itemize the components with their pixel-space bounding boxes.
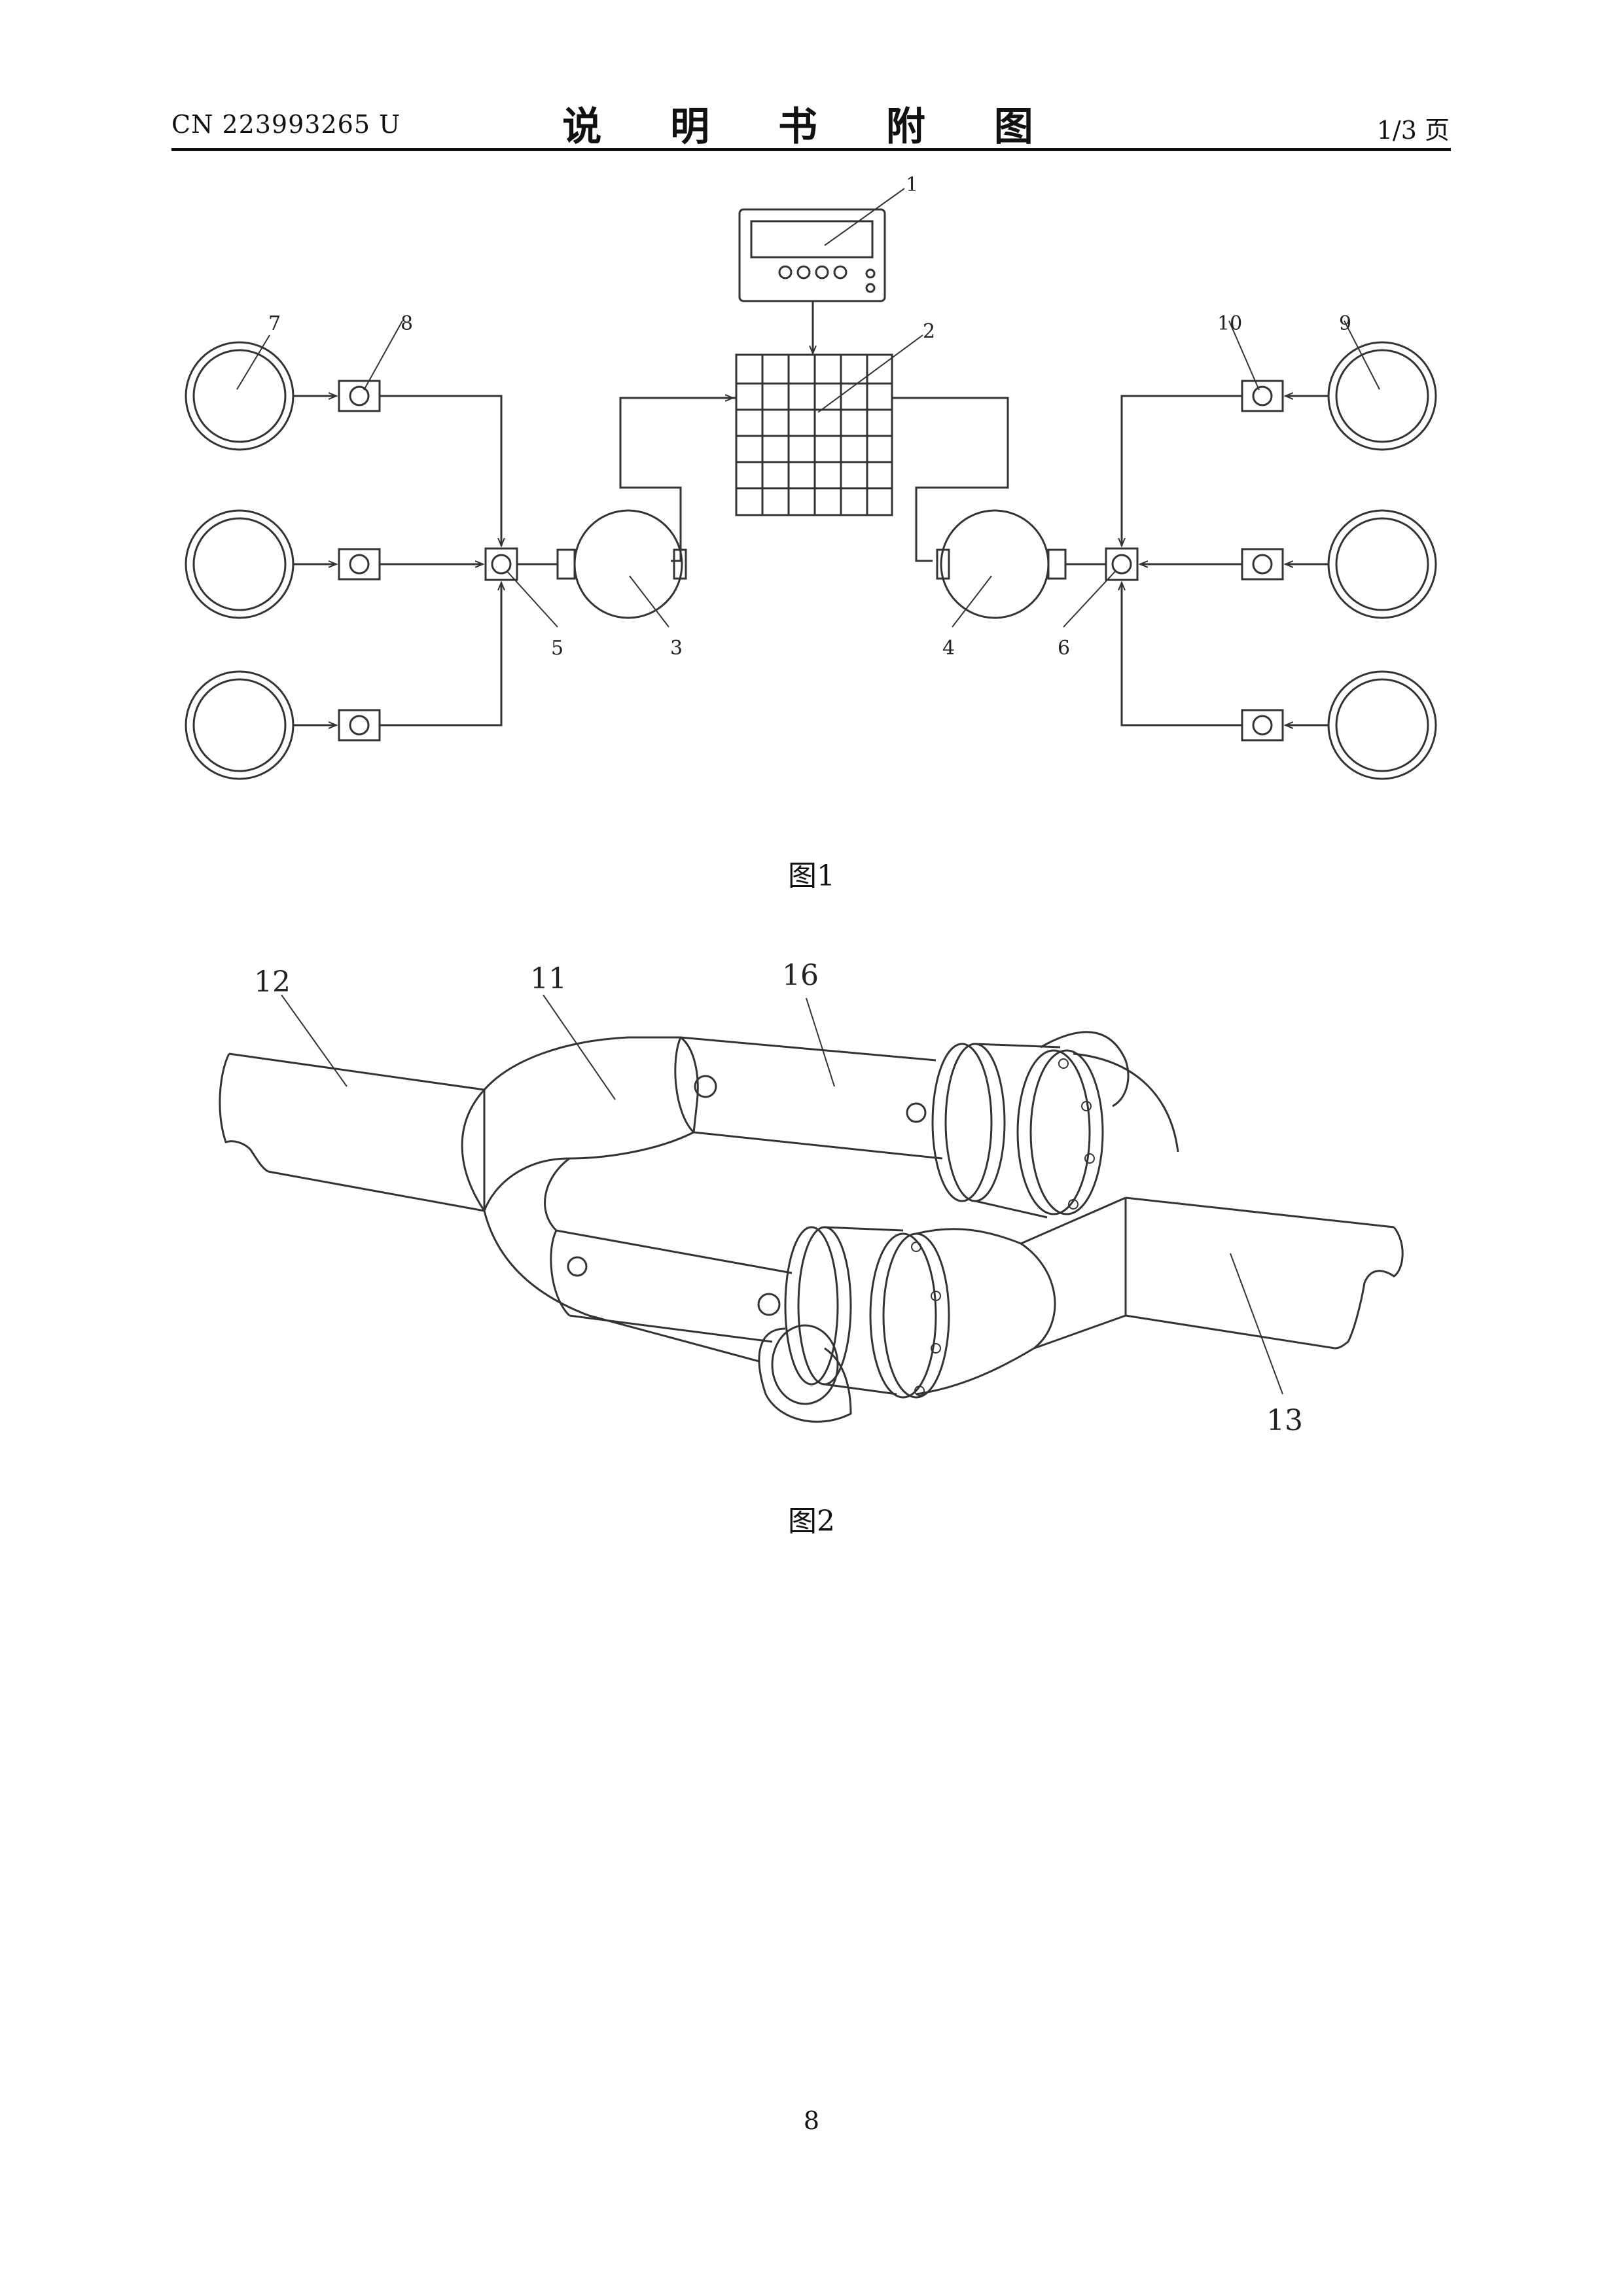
inlet-pipe-12 xyxy=(220,1054,484,1211)
sensor-tube-lower xyxy=(551,1230,792,1342)
sensor-tube-16-upper xyxy=(675,1037,942,1158)
label-12: 12 xyxy=(254,965,291,999)
manifold-11 xyxy=(462,1037,759,1361)
label-16: 16 xyxy=(782,959,819,992)
label-11: 11 xyxy=(530,962,567,996)
label-13: 13 xyxy=(1266,1404,1303,1437)
outlet-pipe-13 xyxy=(916,1198,1402,1394)
upper-flange-housing xyxy=(933,1032,1178,1217)
flange-bolts xyxy=(912,1059,1094,1395)
page-number: 8 xyxy=(0,2106,1623,2135)
figure-2-caption: 图2 xyxy=(0,1498,1623,1539)
